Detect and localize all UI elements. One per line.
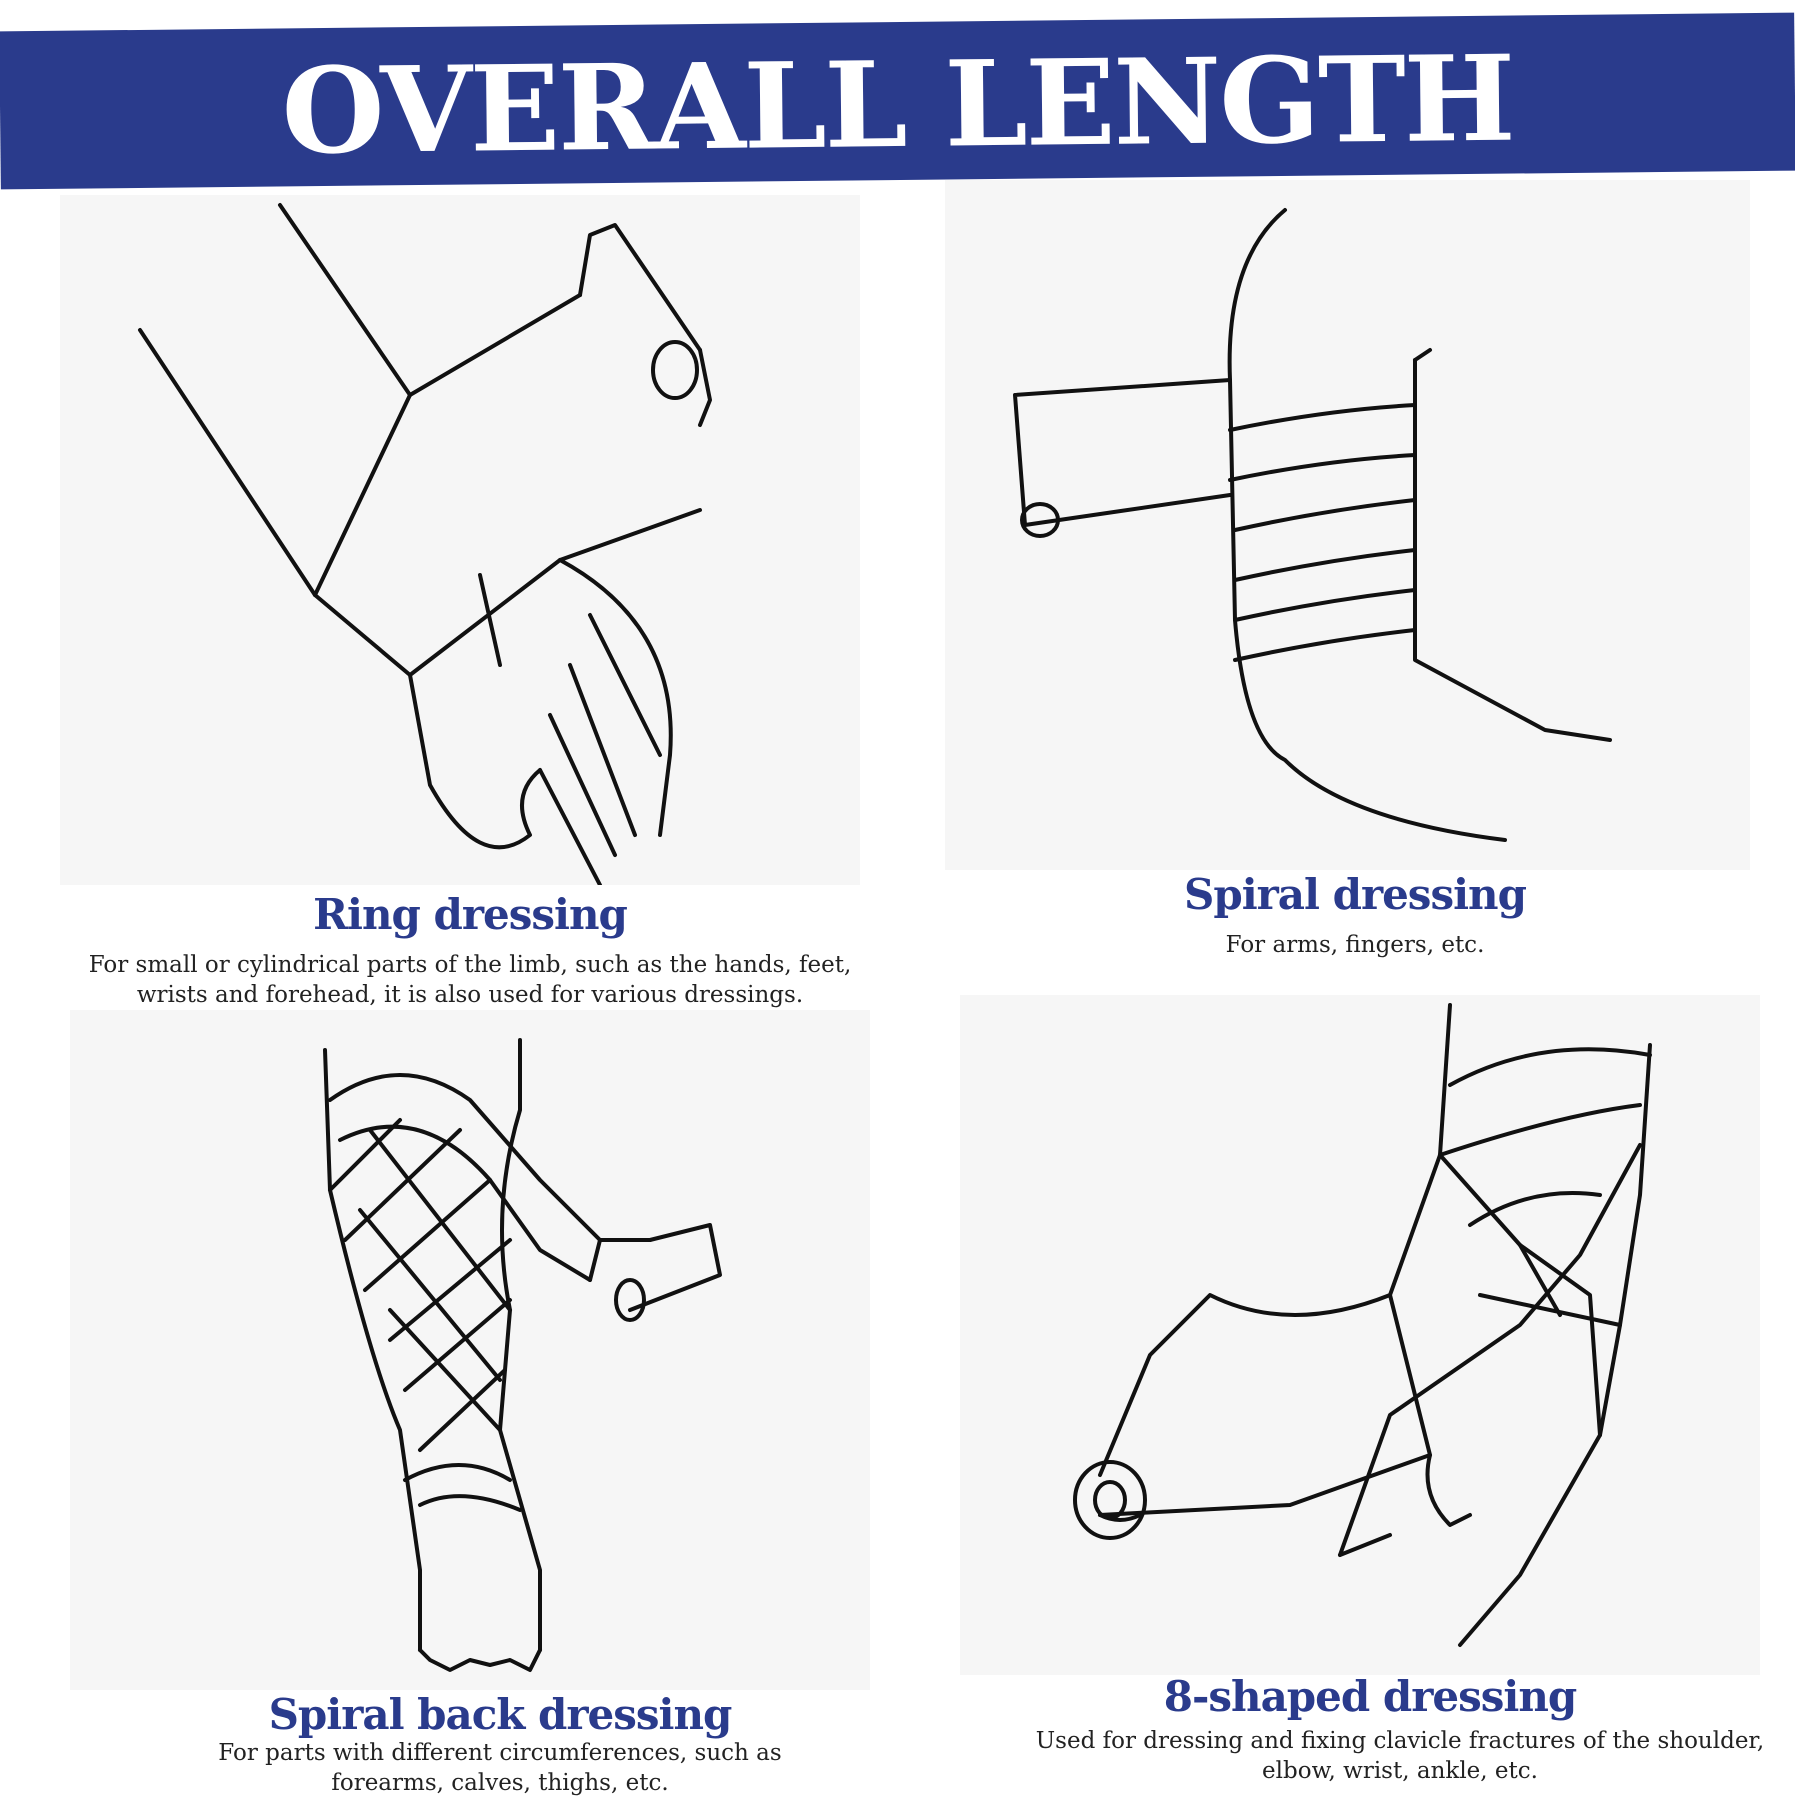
ring-dressing-description: For small or cylindrical parts of the li…	[88, 952, 852, 1008]
spiral-back-dressing-illustration	[70, 1010, 870, 1690]
ring-dressing-title: Ring dressing	[313, 890, 628, 939]
header-banner: OVERALL LENGTH	[0, 12, 1795, 190]
8-shaped-dressing-illustration	[960, 995, 1760, 1675]
spiral-back-dressing-description: For parts with different circumferences,…	[218, 1740, 782, 1796]
spiral-dressing-illustration	[945, 180, 1750, 870]
spiral-dressing-title: Spiral dressing	[1184, 870, 1527, 919]
spiral-dressing-description: For arms, fingers, etc.	[1225, 932, 1485, 958]
spiral-back-dressing-title: Spiral back dressing	[268, 1690, 733, 1739]
arm-spiral-bandage-drawing	[1013, 208, 1612, 842]
wrist-bandage-drawing	[138, 203, 712, 885]
ring-dressing-illustration	[60, 195, 860, 885]
ankle-figure-eight-bandage-drawing	[1073, 1003, 1652, 1647]
page-title: OVERALL LENGTH	[280, 28, 1515, 181]
leg-spiral-back-bandage-drawing	[323, 1038, 722, 1672]
8-shaped-dressing-title: 8-shaped dressing	[1163, 1672, 1578, 1721]
8-shaped-dressing-description: Used for dressing and fixing clavicle fr…	[1035, 1728, 1765, 1784]
